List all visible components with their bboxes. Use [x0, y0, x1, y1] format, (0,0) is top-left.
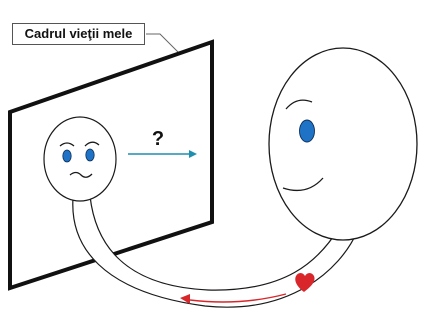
- frame-label: Cadrul vieţii mele: [12, 23, 145, 45]
- eye-icon: [300, 120, 315, 142]
- callout-leader: [146, 34, 181, 55]
- sad-face: [44, 117, 116, 201]
- big-happy-face: [269, 48, 417, 240]
- eye-icon: [63, 150, 71, 162]
- question-mark: ?: [149, 127, 167, 151]
- eye-icon: [86, 149, 94, 161]
